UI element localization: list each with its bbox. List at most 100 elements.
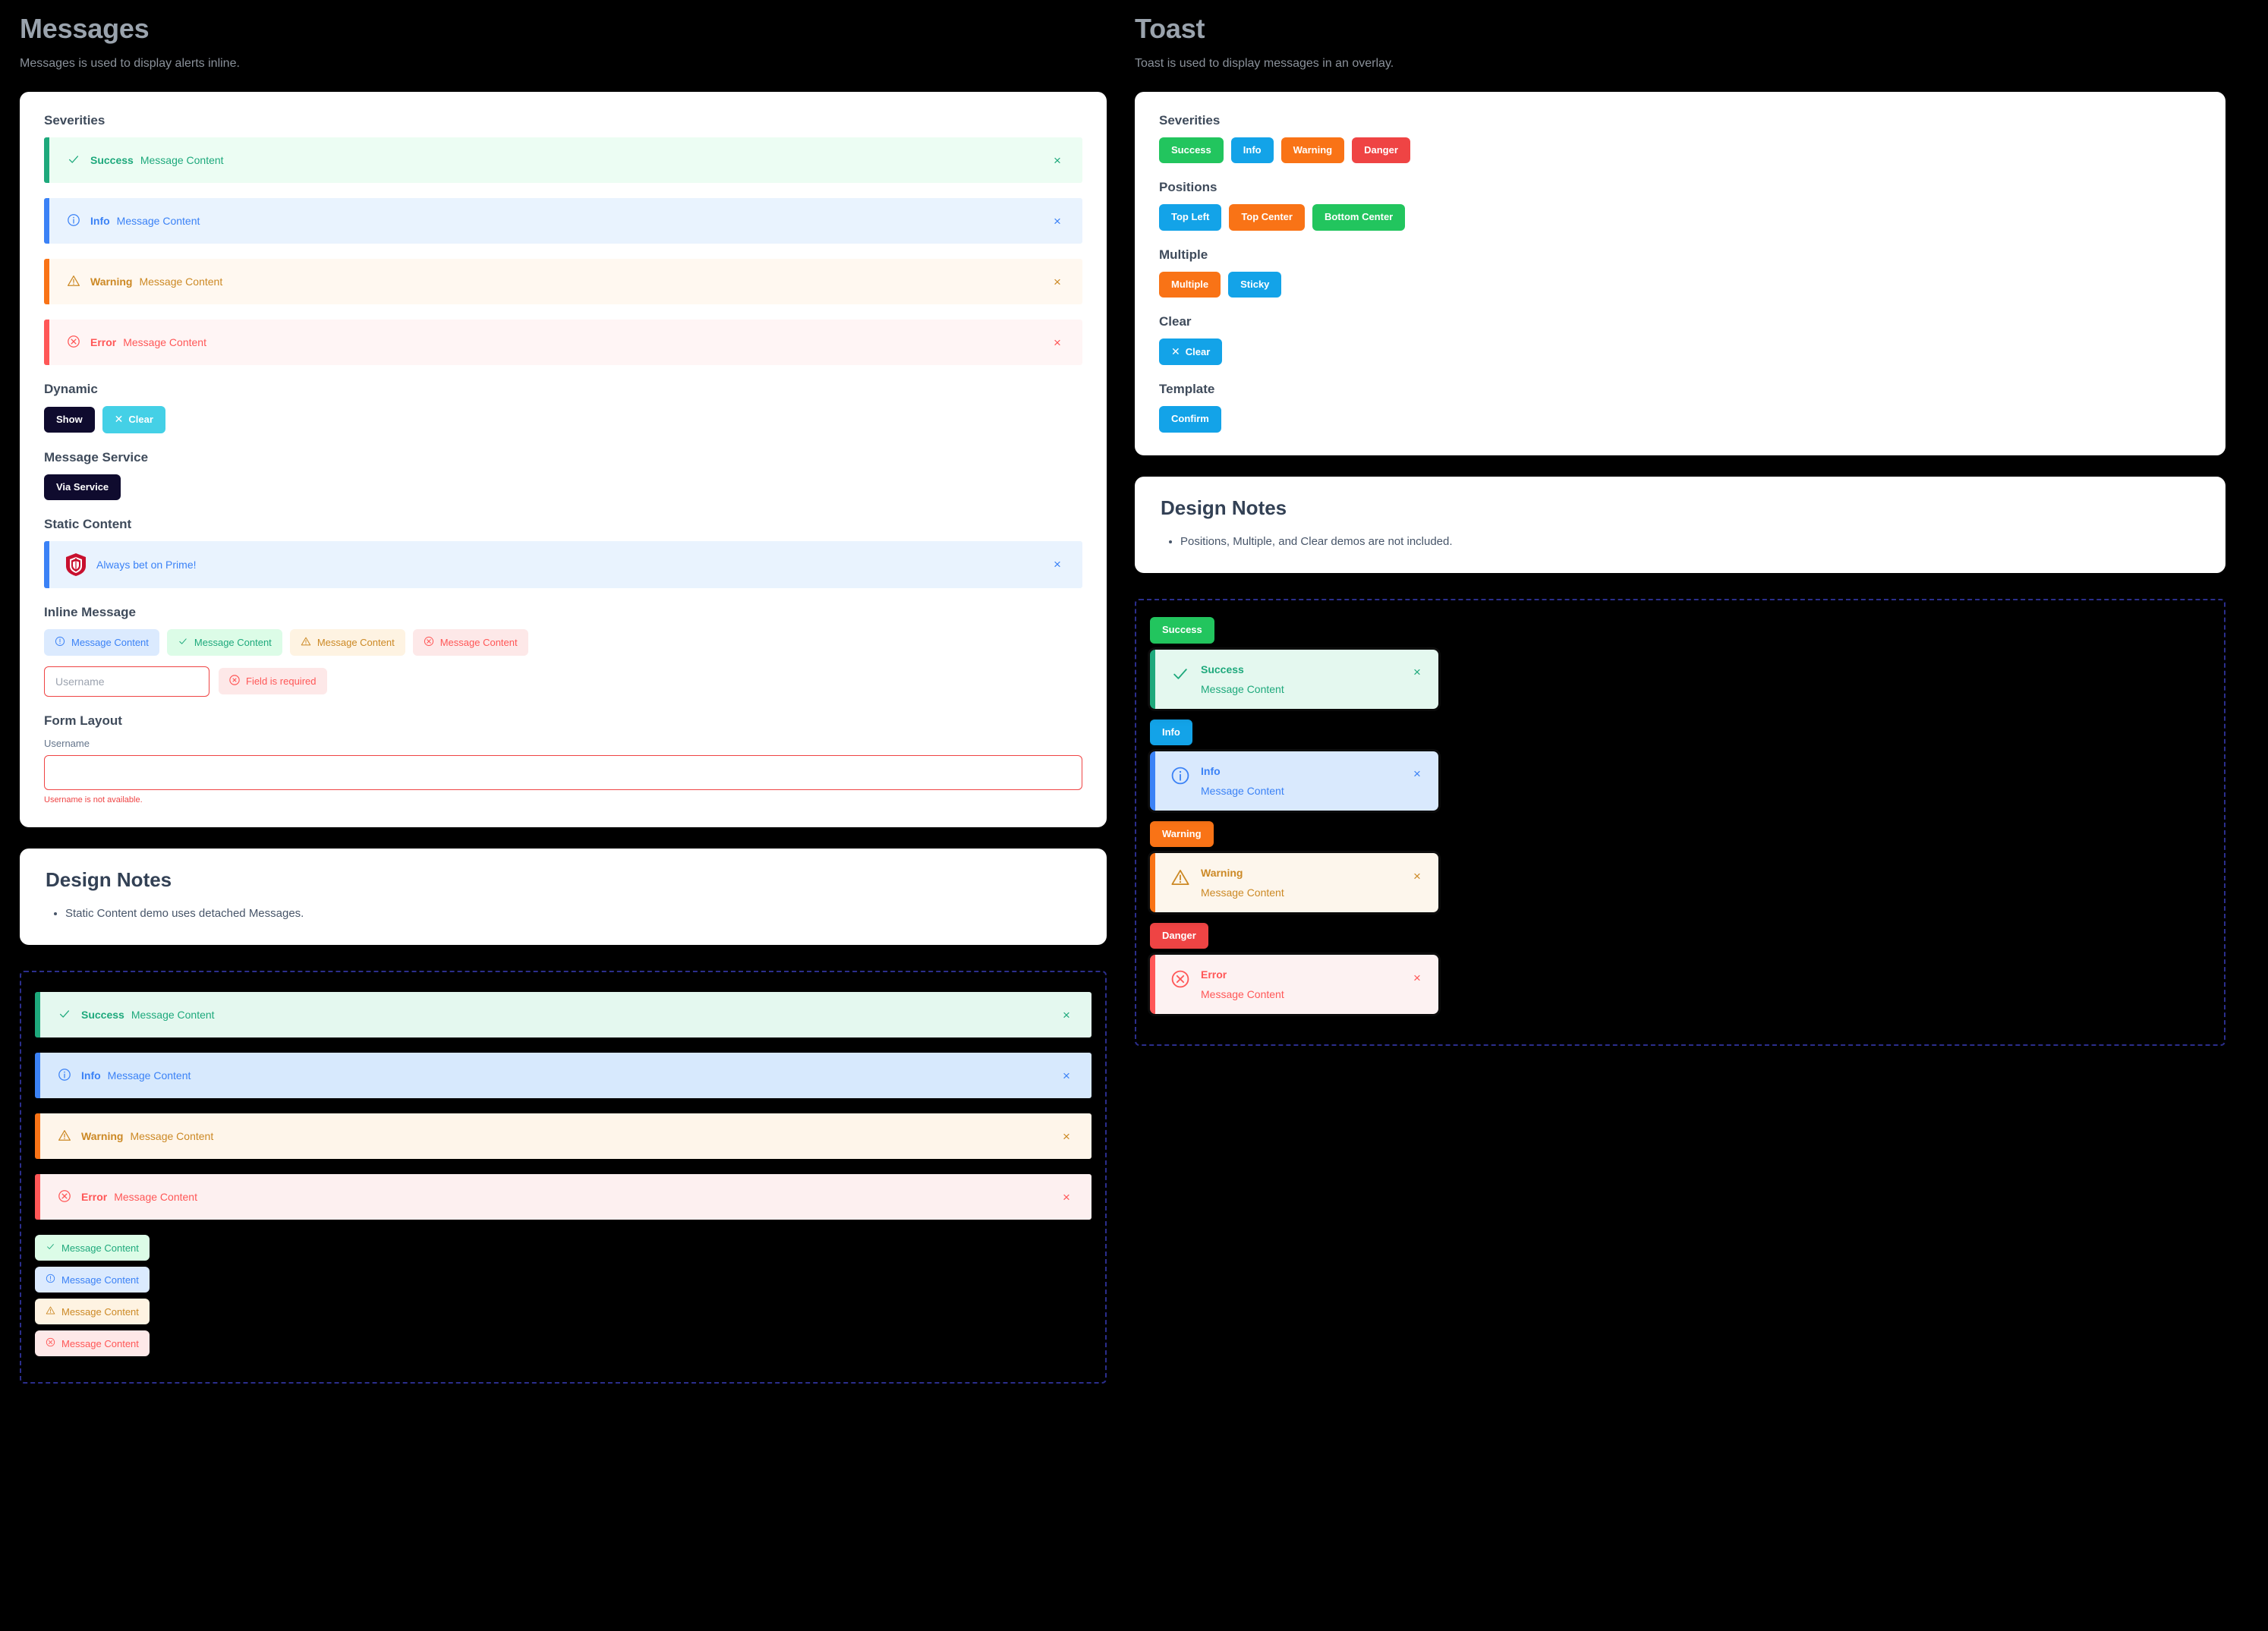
- show-button[interactable]: Show: [44, 406, 95, 433]
- toast-multiple-multiple-button[interactable]: Multiple: [1159, 271, 1221, 298]
- close-icon[interactable]: ×: [1063, 1189, 1070, 1204]
- close-icon[interactable]: ×: [1063, 1007, 1070, 1022]
- inline-chip-label: Message Content: [317, 636, 395, 648]
- check-icon: [1170, 668, 1190, 687]
- close-icon[interactable]: ×: [1054, 274, 1061, 289]
- toast-trigger-success-button[interactable]: Success: [1150, 617, 1214, 644]
- check-icon: [58, 1007, 71, 1023]
- clear-messages-button[interactable]: ✕ Clear: [102, 406, 165, 433]
- toast-position-top-center-button[interactable]: Top Center: [1229, 204, 1305, 231]
- times-circle-icon: [58, 1189, 71, 1205]
- toast-severity-success-button[interactable]: Success: [1159, 137, 1224, 164]
- toast-multiple-sticky-button[interactable]: Sticky: [1228, 271, 1282, 298]
- toast-multiple-button-row: Multiple Sticky: [1159, 271, 2201, 298]
- inline-chip-warn: Message Content: [289, 628, 405, 656]
- inline-chip-info: Message Content: [44, 628, 159, 656]
- message-summary: Warning: [90, 276, 133, 288]
- message-error: Error Message Content ×: [44, 320, 1082, 366]
- toast-trigger-warn-button[interactable]: Warning: [1150, 820, 1214, 848]
- close-icon[interactable]: ×: [1413, 665, 1421, 680]
- toast-trigger-wrap: Danger: [1150, 923, 2210, 949]
- toast-severity-danger-button[interactable]: Danger: [1352, 137, 1410, 164]
- toast-detail: Message Content: [1201, 784, 1284, 797]
- design-notes-title-right: Design Notes: [1161, 496, 1287, 519]
- toast-summary: Success: [1201, 663, 1244, 675]
- toast-trigger-wrap: Success: [1150, 617, 2210, 644]
- close-icon[interactable]: ×: [1054, 153, 1061, 168]
- warning-triangle-icon: [46, 1305, 55, 1318]
- static-content-heading: Static Content: [44, 516, 132, 531]
- message-summary: Success: [90, 154, 134, 167]
- toast-position-top-left-button[interactable]: Top Left: [1159, 204, 1222, 231]
- page-title-toast: Toast: [1135, 13, 1205, 44]
- form-username-input[interactable]: [44, 754, 1082, 790]
- close-icon[interactable]: ×: [1063, 1068, 1070, 1083]
- message-summary: Info: [81, 1069, 101, 1082]
- toast-template-heading: Template: [1159, 382, 1215, 397]
- check-icon: [67, 153, 80, 168]
- username-input[interactable]: [44, 666, 209, 697]
- inline-username-row: Field is required: [44, 666, 1082, 697]
- clear-toasts-button[interactable]: ✕ Clear: [1159, 338, 1223, 366]
- page-subtitle-toast: Toast is used to display messages in an …: [1135, 57, 1394, 71]
- close-icon[interactable]: ×: [1054, 557, 1061, 572]
- toast-column: Toast Toast is used to display messages …: [1134, 0, 2268, 1631]
- check-icon: [46, 1242, 55, 1254]
- form-username-error: Username is not available.: [44, 795, 143, 804]
- detached-chip-success: Message Content: [35, 1235, 150, 1261]
- confirm-button[interactable]: Confirm: [1159, 406, 1221, 433]
- static-content-message: Always bet on Prime! ×: [44, 540, 1082, 588]
- clear-messages-label: Clear: [128, 413, 153, 425]
- form-layout-heading: Form Layout: [44, 713, 122, 728]
- detached-chip-error: Message Content: [35, 1330, 150, 1357]
- times-circle-icon: [67, 335, 80, 351]
- toast-multiple-heading: Multiple: [1159, 247, 1208, 262]
- toast-severity-warning-button[interactable]: Warning: [1280, 137, 1345, 164]
- info-circle-icon: [58, 1068, 71, 1084]
- field-required-message: Field is required: [219, 668, 327, 695]
- inline-chip-label: Message Content: [439, 636, 518, 648]
- toast-position-bottom-center-button[interactable]: Bottom Center: [1312, 204, 1406, 231]
- message-summary: Error: [90, 336, 117, 349]
- warning-triangle-icon: [1170, 870, 1190, 890]
- message-detail: Message Content: [123, 336, 206, 349]
- detached-chip-label: Message Content: [61, 1274, 139, 1286]
- close-icon[interactable]: ×: [1063, 1129, 1070, 1144]
- detached-chip-label: Message Content: [61, 1337, 139, 1349]
- toast-template-button-row: Confirm: [1159, 406, 2201, 433]
- message-summary: Error: [81, 1191, 108, 1204]
- via-service-button[interactable]: Via Service: [44, 474, 121, 500]
- message-summary: Success: [81, 1009, 124, 1022]
- design-note-item: Static Content demo uses detached Messag…: [65, 905, 1081, 923]
- toast-severities-heading: Severities: [1159, 113, 1221, 128]
- close-icon[interactable]: ×: [1054, 213, 1061, 228]
- warning-triangle-icon: [58, 1129, 71, 1145]
- severities-heading: Severities: [44, 113, 106, 128]
- toast-severity-info-button[interactable]: Info: [1230, 137, 1274, 164]
- close-icon[interactable]: ×: [1413, 767, 1421, 782]
- toast-trigger-info-button[interactable]: Info: [1150, 719, 1192, 745]
- inline-message-heading: Inline Message: [44, 604, 136, 619]
- close-icon[interactable]: ×: [1054, 335, 1061, 350]
- times-circle-icon: [1170, 971, 1190, 992]
- message-detail: Message Content: [139, 276, 223, 288]
- close-icon[interactable]: ×: [1413, 970, 1421, 985]
- design-notes-title-left: Design Notes: [46, 867, 172, 891]
- toast-trigger-error-button[interactable]: Danger: [1150, 923, 1208, 949]
- times-icon: ✕: [114, 413, 124, 426]
- design-note-item: Positions, Multiple, and Clear demos are…: [1180, 534, 2200, 551]
- dynamic-heading: Dynamic: [44, 382, 98, 397]
- close-icon[interactable]: ×: [1413, 868, 1421, 883]
